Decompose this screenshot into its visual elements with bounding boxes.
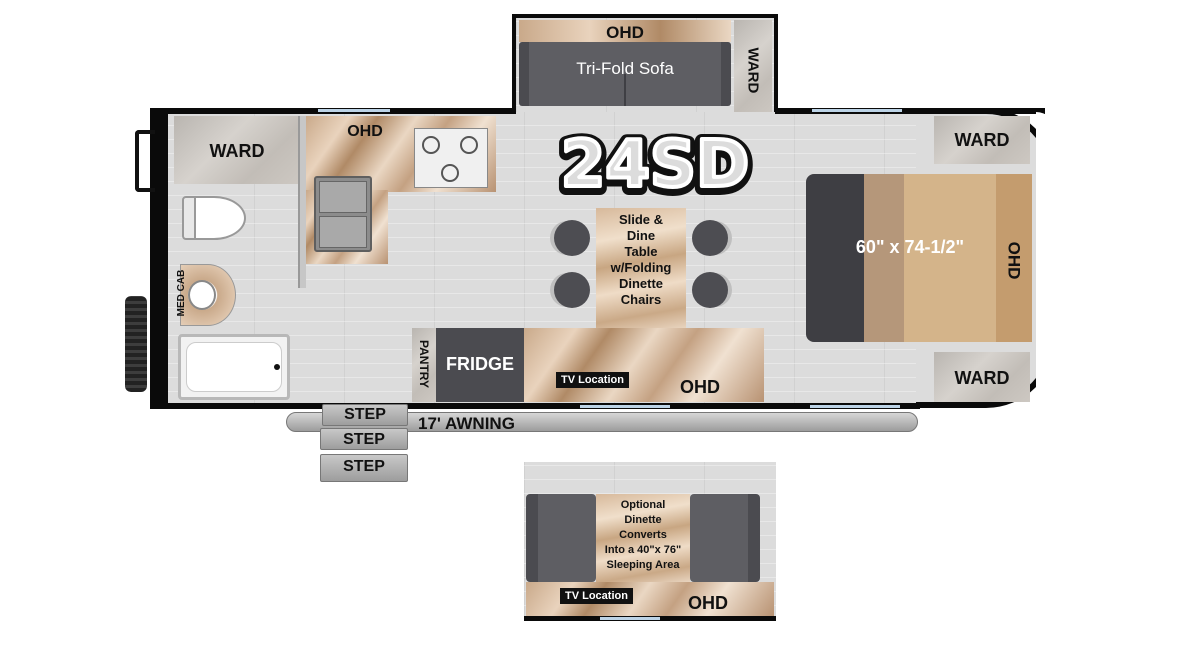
sink-basin: [188, 280, 216, 310]
top-wall-right: [775, 108, 1045, 114]
dinette-chair: [692, 272, 728, 308]
dinette-line: Dine: [626, 228, 656, 243]
inset-text-line: Converts: [619, 529, 667, 541]
inset-window: [600, 617, 660, 620]
burner-icon: [460, 136, 478, 154]
slide-ohd-cabinet: [519, 20, 731, 42]
dinette-line: Table: [624, 244, 658, 259]
model-number: 24SD: [561, 128, 749, 198]
slide-ohd-label: OHD: [606, 23, 644, 42]
bed-size-label: 60" x 74-1/2": [855, 237, 965, 257]
inset-text-line: Into a 40"x 76": [604, 544, 682, 556]
inset-text-line: Sleeping Area: [606, 559, 680, 571]
entry-step: [320, 428, 408, 450]
inset-table: [596, 494, 690, 582]
model-badge: 24SD 24SD: [554, 128, 756, 198]
awning-label: 17' AWNING: [418, 414, 515, 433]
window-bottom-2: [810, 405, 900, 408]
bottom-wall: [150, 403, 920, 409]
tv-counter-ohd-label: OHD: [680, 377, 720, 397]
slide-ward-label: WARD: [744, 47, 762, 94]
window-top-2: [812, 109, 902, 112]
burner-icon: [422, 136, 440, 154]
sofa-label: Tri-Fold Sofa: [576, 59, 674, 78]
sink-bowl-2: [319, 216, 367, 248]
rear-bumper: [135, 130, 155, 192]
inset-text-line: Dinette: [624, 514, 662, 526]
ward-bottom-right-label: WARD: [954, 368, 1010, 388]
inset-text-line: Optional: [620, 499, 666, 511]
inset-bench-left: [526, 494, 596, 582]
burner-icon: [441, 164, 459, 182]
step-label: STEP: [344, 406, 386, 423]
bed-pillow-stripe: [996, 174, 1032, 342]
dinette-line: w/Folding: [610, 260, 672, 275]
dinette-chair: [692, 220, 728, 256]
dinette-line: Dinette: [618, 276, 664, 291]
fridge: [436, 328, 524, 402]
spare-tire: [125, 296, 147, 392]
tub-drain-icon: [274, 364, 280, 370]
med-cab-label: MED CAB: [176, 269, 187, 317]
dinette-chair: [554, 272, 590, 308]
bath-ward-label: WARD: [209, 141, 265, 161]
model-number-shadow: 24SD: [561, 130, 749, 198]
bath-wardrobe: [174, 116, 300, 184]
inset-text: Optional Dinette Converts Into a 40"x 76…: [590, 498, 696, 573]
slide-wardrobe: [734, 20, 772, 116]
rear-wall: [150, 110, 168, 408]
inset-bench-right: [690, 494, 760, 582]
fridge-label: FRIDGE: [445, 354, 514, 374]
bathtub-inner: [186, 342, 282, 392]
dinette-line: Slide &: [618, 212, 664, 227]
dinette-label: Slide & Dine Table w/Folding Dinette Cha…: [596, 212, 686, 308]
dinette-table: [596, 208, 686, 328]
tv-counter-ohd: [524, 328, 764, 402]
window-bottom-1: [580, 405, 670, 408]
dinette-line: Chairs: [620, 292, 662, 307]
entry-step: [320, 454, 408, 482]
inset-ohd-label: OHD: [688, 593, 728, 613]
ward-top-right-label: WARD: [954, 130, 1010, 150]
toilet-tank: [182, 196, 196, 240]
sink-bowl-1: [319, 181, 367, 213]
dinette-chair: [554, 220, 590, 256]
tv-location-label: TV Location: [556, 372, 629, 388]
bathroom-divider-wall: [298, 116, 306, 288]
step-label: STEP: [343, 431, 385, 448]
pantry: [412, 328, 436, 402]
awning: [286, 412, 918, 432]
front-cap-edge: [1036, 112, 1056, 404]
sofa-cushion-divider: [624, 74, 626, 106]
pantry-label: PANTRY: [417, 340, 431, 388]
entry-step: [322, 404, 408, 426]
kitchen-ohd-label: OHD: [347, 123, 383, 140]
inset-tv-location-label: TV Location: [560, 588, 633, 604]
step-label: STEP: [343, 458, 385, 475]
wardrobe-bottom-right: [934, 352, 1030, 402]
window-top-1: [318, 109, 390, 112]
wardrobe-top-right: [934, 116, 1030, 164]
bed-ohd-label: OHD: [1004, 241, 1024, 280]
